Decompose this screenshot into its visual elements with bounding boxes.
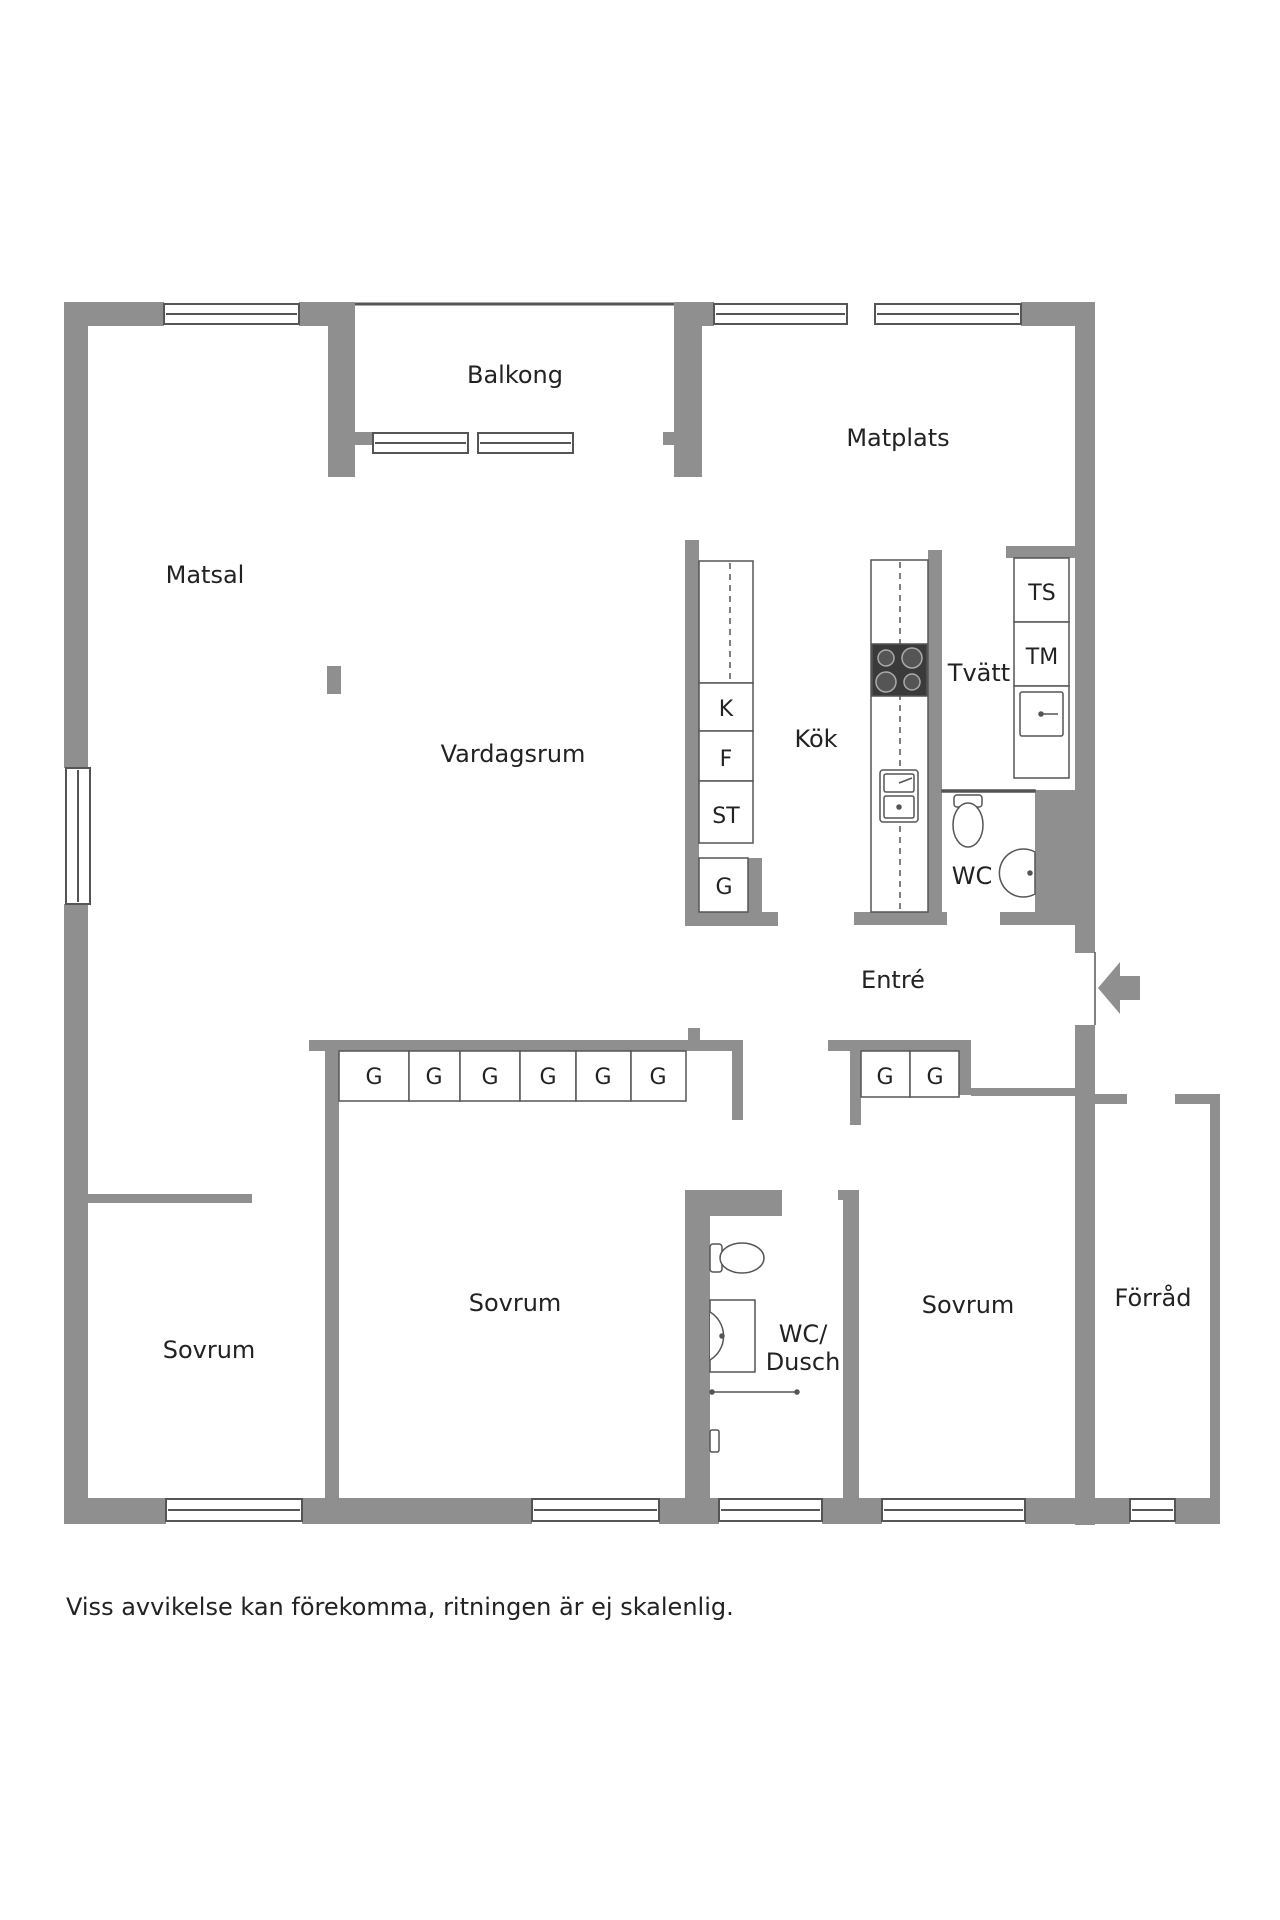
dryer-ts: [1013, 557, 1070, 623]
wardrobe: [408, 1050, 461, 1102]
wc-fixtures: [952, 794, 1036, 898]
wardrobe-label: G: [876, 1065, 893, 1090]
disclaimer-text: Viss avvikelse kan förekomma, ritningen …: [66, 1593, 734, 1621]
kitchen-left-counter: [698, 560, 754, 913]
room-label-entre: Entré: [861, 966, 925, 994]
fixture-label-k: K: [719, 697, 734, 722]
fridge-k: [698, 682, 754, 732]
room-label-matplats: Matplats: [846, 424, 949, 452]
wardrobe: [909, 1050, 960, 1098]
toilet-icon: [719, 1242, 765, 1274]
windows: [65, 303, 1176, 1522]
fixture-label-ts: TS: [1027, 581, 1055, 606]
burner-icon: [875, 671, 897, 693]
wardrobes-middle: [338, 1050, 687, 1102]
room-label-wc: WC: [952, 862, 993, 890]
burner-icon: [877, 649, 895, 667]
burner-icon: [903, 673, 921, 691]
kitchen-right-counter: [870, 559, 929, 913]
washbasin-icon: [998, 848, 1036, 898]
kitchen-wardrobe: [698, 857, 749, 913]
room-label-balkong: Balkong: [467, 361, 563, 389]
burner-icon: [901, 647, 923, 669]
entrance-arrow-icon: [1098, 962, 1140, 1014]
shower-head-icon: [709, 1429, 720, 1453]
room-label-wc-dusch-1: WC/: [779, 1320, 828, 1348]
wardrobe-label: G: [926, 1065, 943, 1090]
bathroom-fixtures: [709, 1242, 800, 1453]
wardrobes-right: [860, 1050, 960, 1098]
wardrobe: [575, 1050, 632, 1102]
room-label-tvatt: Tvätt: [947, 659, 1010, 687]
washer-tm: [1013, 621, 1070, 687]
wardrobe-label: G: [481, 1065, 498, 1090]
wardrobe-label: G: [594, 1065, 611, 1090]
room-label-sovrum-left: Sovrum: [163, 1336, 256, 1364]
fixture-label-st: ST: [712, 804, 740, 829]
toilet-icon: [952, 802, 984, 848]
storage-st: [698, 780, 754, 844]
fixture-label-tm: TM: [1025, 645, 1058, 670]
room-label-kok: Kök: [794, 725, 837, 753]
room-label-forrad: Förråd: [1115, 1283, 1192, 1312]
wardrobe: [519, 1050, 577, 1102]
fixture-label-g: G: [715, 875, 732, 900]
wardrobe: [860, 1050, 911, 1098]
wardrobe-label: G: [425, 1065, 442, 1090]
room-label-vardagsrum: Vardagsrum: [441, 740, 586, 768]
room-label-sovrum-right: Sovrum: [922, 1291, 1015, 1319]
wardrobe-label: G: [649, 1065, 666, 1090]
room-label-sovrum-middle: Sovrum: [469, 1289, 562, 1317]
room-label-wc-dusch-2: Dusch: [766, 1348, 841, 1376]
wardrobe-label: G: [365, 1065, 382, 1090]
wardrobe: [630, 1050, 687, 1102]
walls: [64, 302, 1220, 1525]
room-label-matsal: Matsal: [166, 561, 245, 589]
wardrobe-label: G: [539, 1065, 556, 1090]
laundry: [941, 557, 1070, 793]
fixture-label-f: F: [720, 747, 733, 772]
